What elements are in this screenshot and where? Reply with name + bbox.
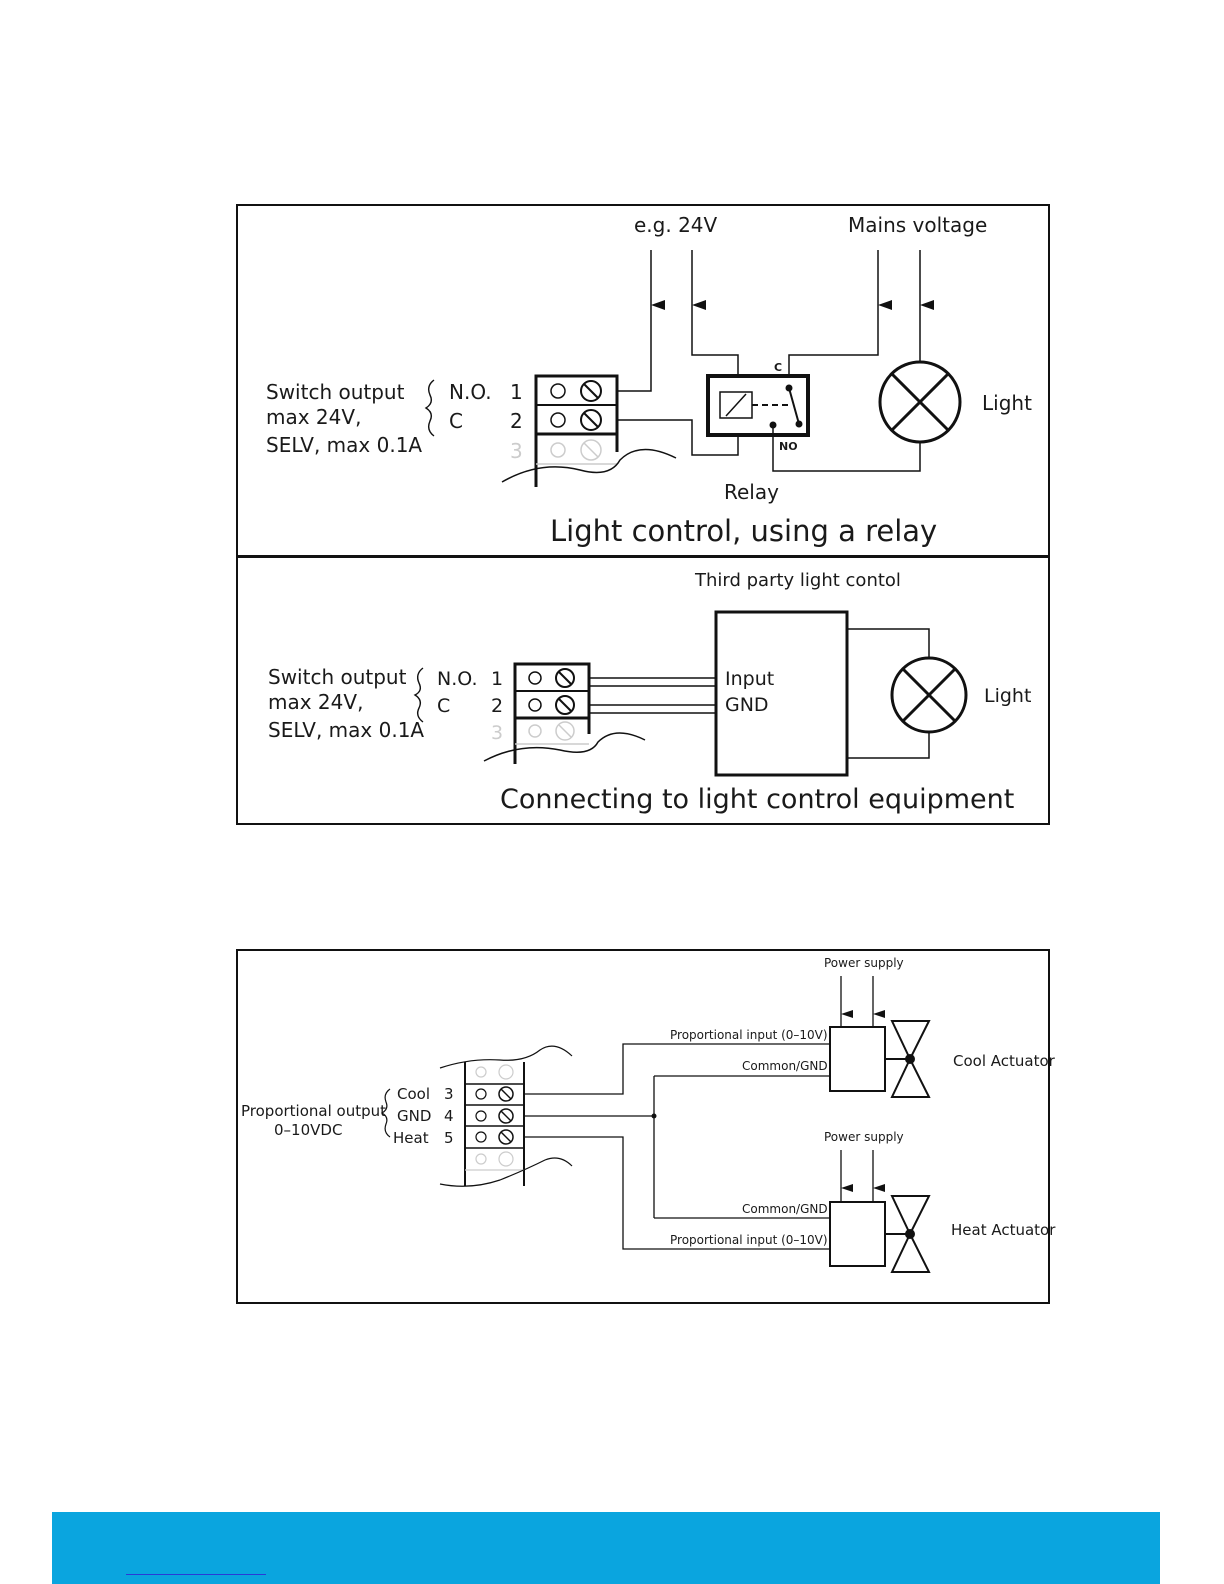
switch-output-label: Switch output: [268, 665, 407, 689]
light-label: Light: [984, 685, 1031, 707]
pin-c-label: C: [437, 695, 450, 717]
voltage-range-label: 0–10VDC: [274, 1121, 342, 1139]
terminal-4-label: 4: [444, 1107, 454, 1125]
relay-diagram: e.g. 24V Mains voltage Switch output max…: [236, 204, 1050, 557]
mains-label: Mains voltage: [848, 213, 987, 237]
supply-label: e.g. 24V: [634, 213, 718, 237]
equipment-caption: Connecting to light control equipment: [500, 784, 1014, 815]
switch-output-label: Switch output: [266, 380, 405, 404]
pin-heat-label: Heat: [393, 1129, 429, 1147]
terminal-1-label: 1: [510, 380, 523, 404]
pin-gnd-label: GND: [397, 1107, 431, 1125]
pin-cool-label: Cool: [397, 1085, 430, 1103]
prop-input-bottom-label: Proportional input (0–10V): [670, 1233, 828, 1247]
common-gnd-top-label: Common/GND: [742, 1059, 828, 1073]
proportional-diagram-frame: [236, 949, 1050, 1304]
brace: [380, 1088, 391, 1138]
terminal-block: [483, 662, 646, 764]
cool-actuator-label: Cool Actuator: [953, 1052, 1056, 1070]
wiring-diagrams: e.g. 24V Mains voltage Switch output max…: [236, 204, 1057, 1304]
relay-caption: Light control, using a relay: [550, 514, 937, 548]
terminal-3-label: 3: [510, 439, 523, 463]
pin-no-label: N.O.: [437, 668, 477, 690]
footer-band: [52, 1512, 1160, 1584]
common-gnd-bottom-label: Common/GND: [742, 1202, 828, 1216]
terminal-3-label: 3: [491, 722, 503, 744]
power-arrows-bottom: [840, 1150, 885, 1202]
equipment-diagram-frame: [236, 556, 1050, 825]
terminal-5-label: 5: [444, 1129, 454, 1147]
equipment-diagram: Third party light contol Switch output m…: [236, 556, 1050, 825]
relay-symbol: [706, 374, 810, 437]
heat-valve-icon: [885, 1195, 931, 1273]
input-label: Input: [725, 668, 774, 690]
selv-label: SELV, max 0.1A: [268, 718, 424, 742]
supply-arrows: [650, 250, 934, 310]
third-party-label: Third party light contol: [694, 570, 901, 591]
proportional-wiring: [524, 1043, 830, 1250]
relay-c-label: C: [774, 361, 782, 374]
footer-link[interactable]: [126, 1574, 266, 1575]
pin-c-label: C: [449, 409, 463, 433]
brace: [413, 667, 424, 723]
relay-no-label: NO: [779, 440, 798, 453]
terminal-block: [439, 1045, 573, 1187]
max-voltage-label: max 24V,: [268, 690, 363, 714]
junction-dot: [651, 1113, 657, 1119]
terminal-1-label: 1: [491, 668, 503, 690]
pin-no-label: N.O.: [449, 380, 492, 404]
max-voltage-label: max 24V,: [266, 405, 361, 429]
brace: [424, 379, 435, 437]
proportional-diagram: Proportional output 0–10VDC Cool GND Hea…: [236, 949, 1056, 1304]
power-arrows-top: [840, 976, 885, 1027]
terminal-block: [501, 374, 677, 487]
proportional-output-label: Proportional output: [241, 1102, 386, 1120]
terminal-2-label: 2: [510, 409, 523, 433]
relay-wiring: [617, 305, 921, 472]
prop-input-top-label: Proportional input (0–10V): [670, 1028, 828, 1042]
power-supply-top-label: Power supply: [824, 956, 904, 970]
light-bulb-icon: [878, 360, 962, 444]
terminal-3-label: 3: [444, 1085, 454, 1103]
light-label: Light: [982, 391, 1032, 415]
heat-actuator-box: [829, 1201, 886, 1267]
light-bulb-icon: [890, 656, 968, 734]
equipment-wiring: [589, 628, 930, 759]
gnd-label: GND: [725, 694, 769, 716]
cool-actuator-box: [829, 1026, 886, 1092]
terminal-2-label: 2: [491, 695, 503, 717]
selv-label: SELV, max 0.1A: [266, 433, 422, 457]
heat-actuator-label: Heat Actuator: [951, 1221, 1056, 1239]
power-supply-bottom-label: Power supply: [824, 1130, 904, 1144]
third-party-controller: [714, 610, 849, 777]
relay-label: Relay: [724, 480, 779, 504]
cool-valve-icon: [885, 1020, 931, 1098]
